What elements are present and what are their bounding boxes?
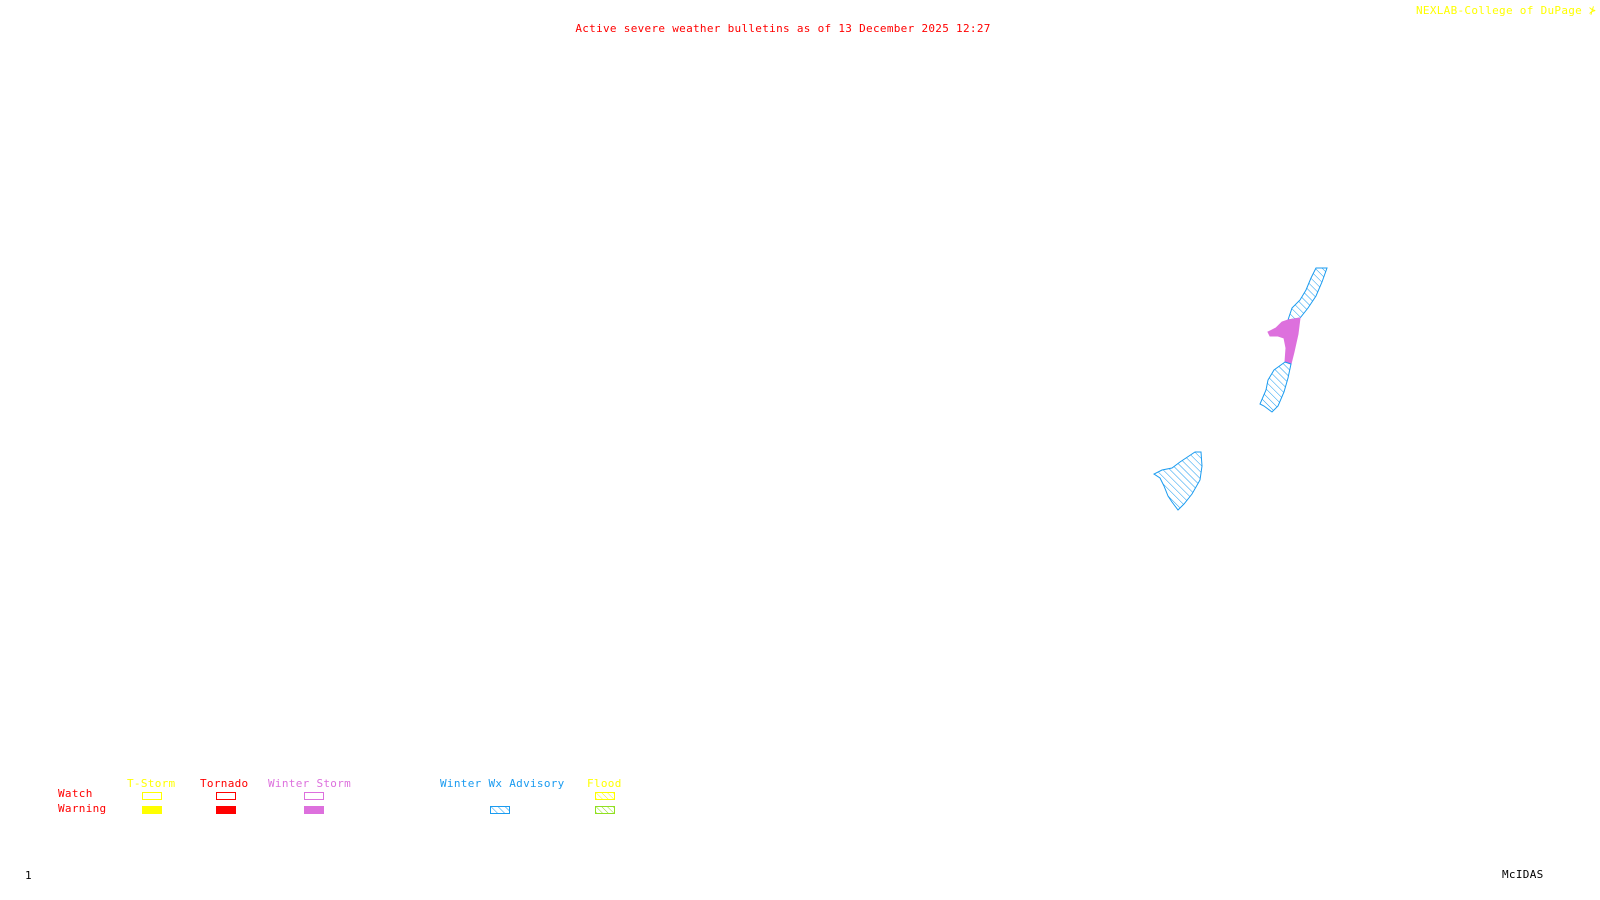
legend-winter-storm-label: Winter Storm xyxy=(268,777,352,790)
legend-flood-watch-swatch xyxy=(595,792,615,800)
legend-tornado-label: Tornado xyxy=(200,777,249,790)
legend-winter-advisory-label: Winter Wx Advisory xyxy=(440,777,565,790)
legend-tstorm-label: T-Storm xyxy=(127,777,176,790)
advisory-area-southwest xyxy=(1153,451,1203,511)
legend-flood-warning-swatch xyxy=(595,806,615,814)
bulletin-title: Active severe weather bulletins as of 13… xyxy=(575,22,991,35)
legend-warning-label: Warning xyxy=(58,802,107,815)
legend-tstorm-watch-swatch xyxy=(142,792,162,800)
legend-winter-storm-watch-swatch xyxy=(304,792,324,800)
legend-tornado-warning-swatch xyxy=(216,806,236,814)
advisory-area-south xyxy=(1259,361,1292,413)
software-label: McIDAS xyxy=(1502,868,1544,881)
winter-storm-area xyxy=(1267,317,1301,365)
credit-label: NEXLAB-College of DuPage ⊁ xyxy=(1416,5,1596,17)
legend-tornado-watch-swatch xyxy=(216,792,236,800)
frame-number: 1 xyxy=(25,869,32,882)
legend-watch-label: Watch xyxy=(58,787,93,800)
nexlab-logo-icon: ⊁ xyxy=(1589,4,1596,17)
legend-flood-label: Flood xyxy=(587,777,622,790)
legend-winter-advisory-swatch xyxy=(490,806,510,814)
advisory-area-north xyxy=(1287,267,1328,321)
credit-text: NEXLAB-College of DuPage xyxy=(1415,4,1583,17)
legend-tstorm-warning-swatch xyxy=(142,806,162,814)
legend-winter-storm-warning-swatch xyxy=(304,806,324,814)
